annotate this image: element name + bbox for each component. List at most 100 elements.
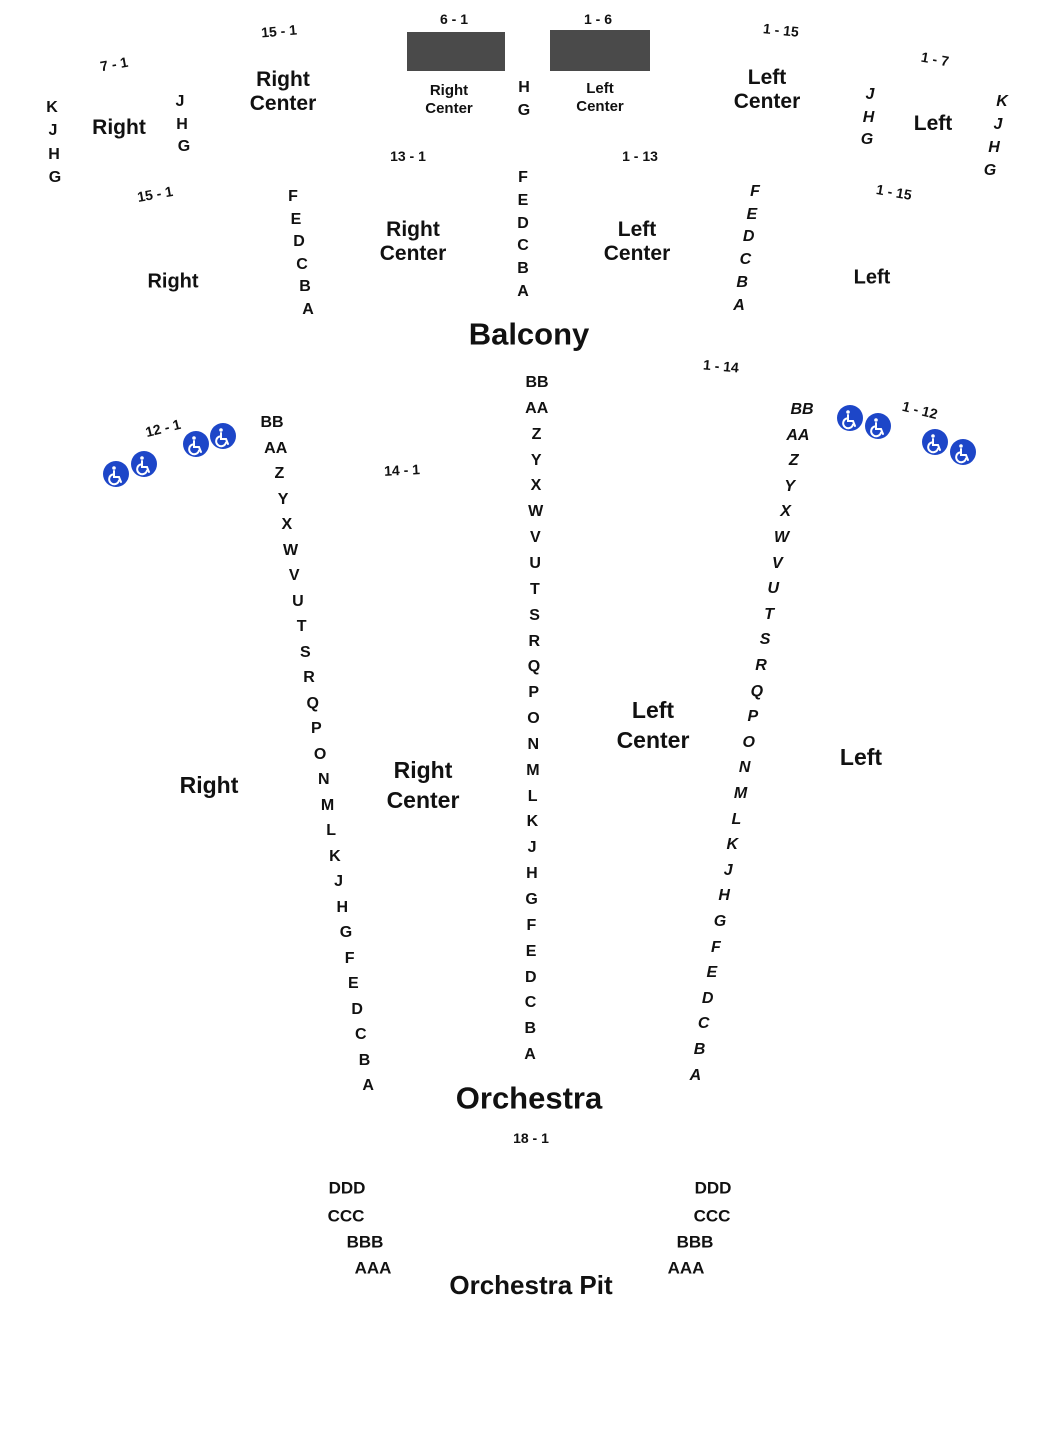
upper-far-right-row-label: K <box>46 99 58 116</box>
seat-range-upper-left: 1 - 7 <box>919 48 951 70</box>
upper-far-right-row-label: G <box>48 168 62 186</box>
orchestra-right-aisle-row-label: X <box>281 516 293 533</box>
upper-right-inner-row-label: G <box>177 138 191 155</box>
seat-range-upper-right-center: 15 - 1 <box>260 21 298 41</box>
section-balcony-left-center[interactable]: Left Center <box>603 217 671 265</box>
section-upper-right[interactable]: Right <box>92 115 146 139</box>
orchestra-left-aisle-row-label: N <box>738 759 751 777</box>
orchestra-center-aisle-row-label: S <box>529 606 540 624</box>
orchestra-left-aisle-row-label: E <box>706 964 718 982</box>
orchestra-center-aisle-row-label: H <box>526 865 538 883</box>
balcony-right-aisle-row-label: D <box>293 233 305 250</box>
upper-right-inner-row-label: J <box>175 93 185 110</box>
upper-far-left-row-label: G <box>983 162 997 179</box>
pit-left-row-label: CCC <box>693 1206 731 1226</box>
orchestra-left-aisle-row-label: BB <box>790 401 814 418</box>
pit-left-row-label: AAA <box>667 1258 705 1278</box>
pit-left-row-label: BBB <box>676 1232 714 1252</box>
upper-far-right-row-label: H <box>48 145 60 163</box>
orchestra-center-aisle-row-label: AA <box>525 399 549 417</box>
section-orchestra-left-center[interactable]: Left Center <box>616 697 690 753</box>
balcony-left-aisle-row-label: D <box>742 228 755 246</box>
orchestra-left-aisle-row-label: G <box>713 913 727 930</box>
section-box-right-center[interactable]: Right Center <box>425 82 473 117</box>
section-balcony-right-center[interactable]: Right Center <box>379 217 447 265</box>
orchestra-left-aisle-row-label: L <box>731 810 742 828</box>
orchestra-right-aisle-row-label: V <box>288 567 300 584</box>
wheelchair-icon <box>131 451 157 477</box>
box-right-center[interactable] <box>407 32 505 71</box>
orchestra-left-aisle-row-label: V <box>772 554 783 572</box>
orchestra-center-aisle-row-label: F <box>526 916 537 934</box>
orchestra-right-aisle-row-label: H <box>336 898 349 916</box>
balcony-right-aisle-row-label: C <box>296 255 308 273</box>
orchestra-right-aisle-row-label: L <box>326 822 337 839</box>
orchestra-center-aisle-row-label: X <box>530 477 542 495</box>
box-left-center[interactable] <box>550 30 650 71</box>
orchestra-right-aisle-row-label: Z <box>274 465 285 482</box>
seat-range-orchestra-right-center: 14 - 1 <box>383 461 421 479</box>
balcony-right-aisle-row-label: F <box>288 188 298 205</box>
orchestra-left-aisle-row-label: W <box>773 529 790 546</box>
orchestra-center-aisle-row-label: O <box>527 710 540 728</box>
orchestra-center-aisle-row-label: U <box>529 554 541 572</box>
balcony-right-aisle-row-label: B <box>299 278 311 295</box>
balcony-left-aisle-row-label: C <box>739 251 752 269</box>
orchestra-left-aisle-row-label: U <box>767 580 780 598</box>
orchestra-right-aisle-row-label: R <box>303 669 315 686</box>
seat-range-balcony-right: 15 - 1 <box>135 183 175 205</box>
section-upper-left-center[interactable]: Left Center <box>733 65 801 113</box>
seat-range-balcony-left: 1 - 15 <box>874 181 914 203</box>
upper-far-left-row-label: H <box>988 139 1000 156</box>
section-box-left-center[interactable]: Left Center <box>576 80 624 115</box>
orchestra-left-aisle-row-label: B <box>693 1041 706 1058</box>
orchestra-center-aisle-row-label: R <box>528 632 541 650</box>
orchestra-right-aisle-row-label: F <box>344 949 355 967</box>
orchestra-right-aisle-row-label: Q <box>306 694 319 712</box>
section-orchestra-right[interactable]: Right <box>179 771 239 798</box>
orchestra-left-aisle-row-label: X <box>780 503 791 521</box>
balcony-center-aisle-row-label: D <box>517 214 529 232</box>
wheelchair-icon <box>865 413 891 439</box>
orchestra-center-aisle-row-label: T <box>529 580 540 598</box>
balcony-left-aisle-row-label: A <box>733 296 745 314</box>
orchestra-center-aisle-row-label: Y <box>530 451 542 469</box>
orchestra-right-aisle-row-label: E <box>348 975 359 992</box>
orchestra-right-aisle-row-label: K <box>329 847 341 865</box>
section-balcony-left[interactable]: Left <box>853 266 891 289</box>
orchestra-left-aisle-row-label: R <box>755 657 767 674</box>
pit-left-row-label: DDD <box>694 1178 732 1198</box>
balcony-center-aisle-row-label: F <box>518 169 528 186</box>
orchestra-center-aisle-row-label: V <box>530 529 541 547</box>
orchestra-left-aisle-row-label: K <box>726 836 739 854</box>
orchestra-center-aisle-row-label: A <box>524 1046 536 1064</box>
orchestra-center-aisle-row-label: Z <box>531 425 542 443</box>
orchestra-left-aisle-row-label: S <box>759 631 771 649</box>
section-upper-left[interactable]: Left <box>913 111 953 135</box>
upper-right-inner-row-label: H <box>176 115 188 133</box>
section-orchestra-right-center[interactable]: Right Center <box>386 757 460 813</box>
section-balcony-right[interactable]: Right <box>147 270 199 293</box>
orchestra-right-aisle-row-label: N <box>318 771 330 788</box>
section-upper-right-center[interactable]: Right Center <box>249 67 317 115</box>
orchestra-left-aisle-row-label: F <box>711 938 721 956</box>
orchestra-left-aisle-row-label: J <box>723 861 733 879</box>
wheelchair-icon <box>183 431 209 457</box>
orchestra-right-aisle-row-label: C <box>355 1026 367 1043</box>
orchestra-center-aisle-row-label: K <box>526 813 539 831</box>
seat-range-balcony-right-center: 13 - 1 <box>390 148 426 164</box>
upper-left-inner-row-label: G <box>860 131 874 148</box>
wheelchair-icon <box>922 429 948 455</box>
orchestra-left-aisle-row-label: D <box>701 989 714 1007</box>
orchestra-center-aisle-row-label: G <box>525 891 538 908</box>
section-orchestra-left[interactable]: Left <box>839 743 883 770</box>
wheelchair-icon <box>210 423 236 449</box>
wheelchair-icon <box>103 461 129 487</box>
orchestra-left-aisle-row-label: Z <box>788 452 799 470</box>
orchestra-right-aisle-row-label: AA <box>264 439 288 457</box>
pit-right-row-label: CCC <box>327 1206 365 1226</box>
orchestra-left-aisle-row-label: Q <box>750 682 764 700</box>
upper-center-aisle-row-label: G <box>517 102 531 119</box>
orchestra-left-aisle-row-label: Y <box>784 477 796 495</box>
